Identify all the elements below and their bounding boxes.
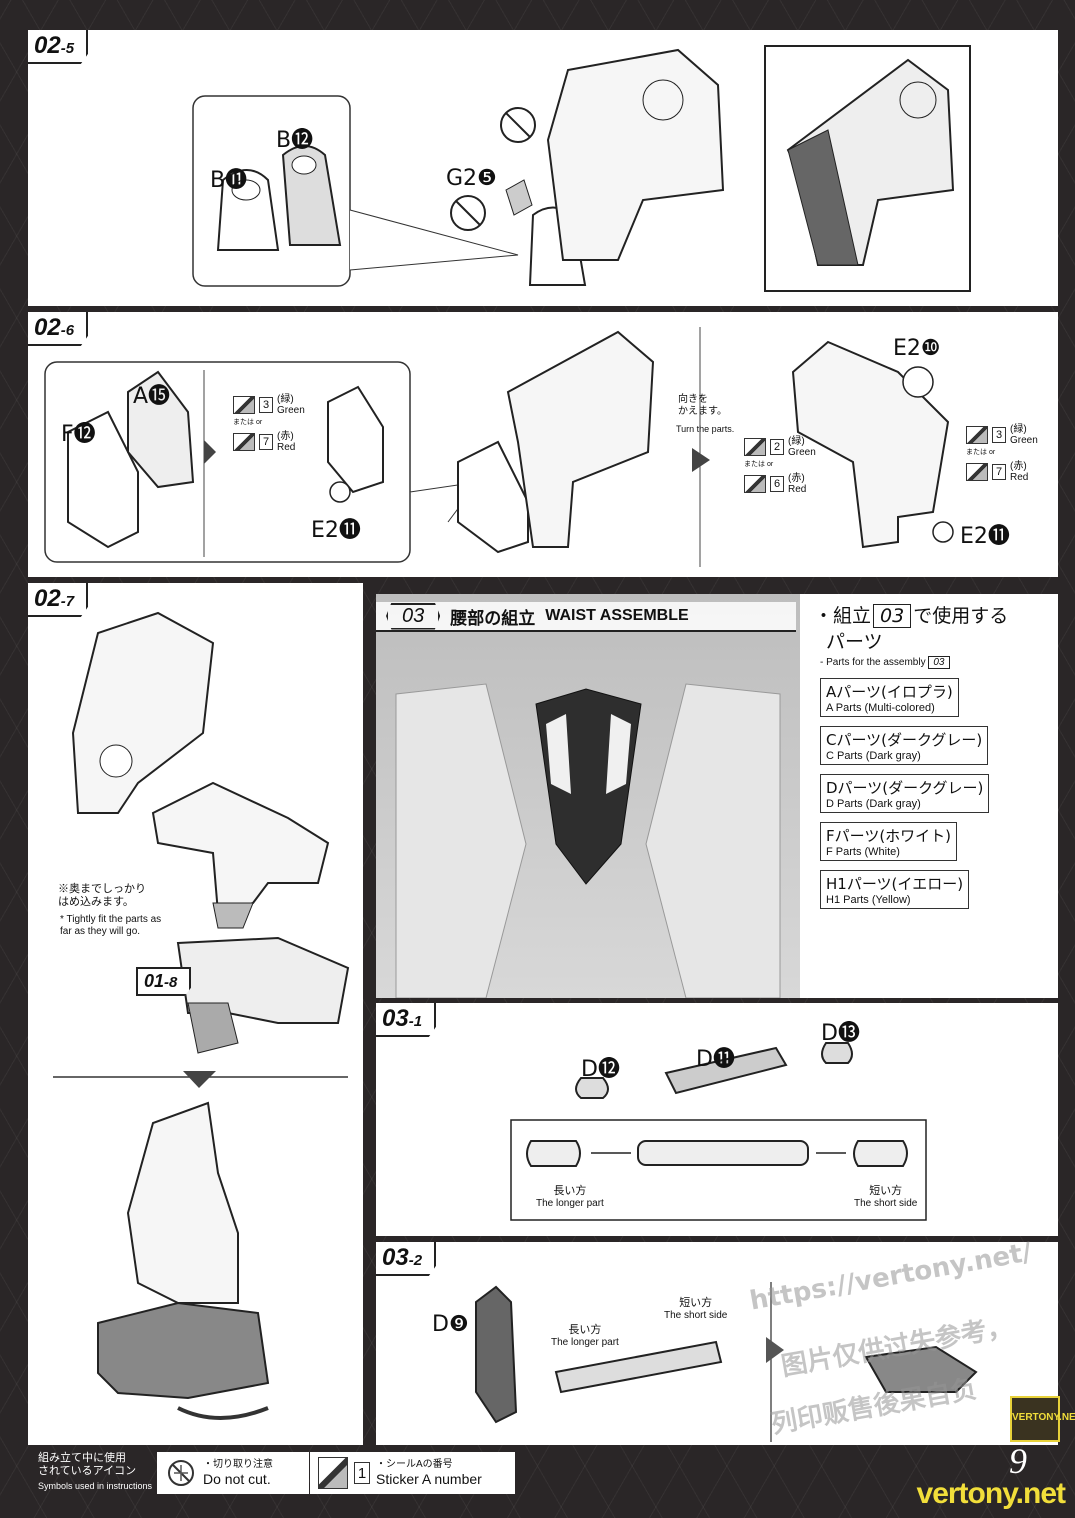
step-02-5-panel: 02-5 B⓫ B⓬ G2❺	[28, 30, 1058, 306]
part-name-en: C Parts (Dark gray)	[826, 750, 921, 763]
section-number: 03	[386, 602, 441, 630]
do-not-cut-icon	[168, 1460, 194, 1486]
step-02-7-illustration	[53, 611, 350, 1420]
part-name-en: D Parts (Dark gray)	[826, 798, 921, 811]
sticker-icon	[744, 475, 766, 493]
part-label-d9: D❾	[432, 1312, 469, 1337]
part-label-f12: F⓬	[61, 422, 96, 447]
fit-note-en: * Tightly fit the parts as far as they w…	[60, 914, 162, 937]
sticker-icon	[966, 426, 988, 444]
section-header: 03 腰部の組立 WAIST ASSEMBLE	[376, 602, 796, 632]
sticker-green-3: 3(緑)Green	[966, 424, 1038, 446]
part-label-d11: D⓫	[696, 1047, 735, 1072]
sticker-red-3: 7(赤)Red	[966, 461, 1028, 483]
part-name-jp: H1パーツ(イエロー)	[826, 875, 964, 894]
turn-note-en: Turn the parts.	[676, 424, 735, 434]
step-02-6-illustration	[44, 327, 954, 567]
part-label-a15: A⓯	[133, 384, 171, 409]
legend-title-jp: 組み立て中に使用 されているアイコン	[38, 1452, 137, 1478]
section-title-jp: 腰部の組立	[450, 608, 536, 629]
part-name-jp: Fパーツ(ホワイト)	[826, 827, 952, 846]
sticker-green: 3(緑)Green	[233, 394, 305, 416]
sticker-icon	[233, 433, 255, 451]
or-label: または or	[744, 461, 774, 468]
parts-list-item: Cパーツ(ダークグレー)C Parts (Dark gray)	[820, 726, 989, 766]
part-name-en: H1 Parts (Yellow)	[826, 894, 911, 907]
sticker-icon	[744, 438, 766, 456]
step-tab: 03-1	[376, 1003, 437, 1037]
sticker-red: 7(赤)Red	[233, 431, 295, 453]
step-tab: 02-6	[28, 312, 89, 346]
step-03-2-illustration	[475, 1282, 978, 1442]
part-name-en: A Parts (Multi-colored)	[826, 702, 935, 715]
parts-list-item: Aパーツ(イロプラ)A Parts (Multi-colored)	[820, 678, 959, 718]
legend-title-en: Symbols used in instructions	[38, 1481, 153, 1491]
parts-list-item: Dパーツ(ダークグレー)D Parts (Dark gray)	[820, 774, 990, 814]
part-label-b12: B⓬	[276, 128, 314, 153]
part-name-jp: Aパーツ(イロプラ)	[826, 683, 953, 702]
or-label: または or	[966, 449, 996, 456]
part-label-d13: D⓭	[821, 1021, 860, 1046]
sticker-icon	[233, 396, 255, 414]
site-watermark: vertony.net	[916, 1477, 1066, 1510]
part-label-d12: D⓬	[581, 1057, 620, 1082]
section-title-en: WAIST ASSEMBLE	[545, 607, 689, 624]
part-name-jp: Dパーツ(ダークグレー)	[826, 779, 984, 798]
sticker-icon	[318, 1457, 348, 1489]
footer: 組み立て中に使用 されているアイコン Symbols used in instr…	[0, 1441, 1075, 1518]
part-name-jp: Cパーツ(ダークグレー)	[826, 731, 983, 750]
sticker-red-2: 6(赤)Red	[744, 473, 806, 495]
step-02-6-panel: 02-6 F⓬ A⓯ E2⓫ E2❿ E2⓫ 向きを かえます。 Turn th…	[28, 312, 1058, 577]
step-tab: 02-5	[28, 30, 89, 64]
waist-photo-panel: 03 腰部の組立 WAIST ASSEMBLE	[376, 594, 800, 998]
part-name-en: F Parts (White)	[826, 846, 900, 859]
part-label-e2-10: E2❿	[893, 336, 941, 361]
reference-step-tab: 01-8	[136, 967, 192, 996]
step-02-7-panel: 02-7 ※奥までしっかり はめ込みます。 * Tightly fit the …	[28, 583, 363, 1445]
sticker-green-2: 2(緑)Green	[744, 436, 816, 458]
or-label: または or	[233, 419, 263, 426]
turn-note-jp: 向きを かえます。	[678, 394, 727, 417]
page-number: 9	[1009, 1441, 1027, 1481]
part-label-b11: B⓫	[210, 168, 248, 193]
parts-list: Aパーツ(イロプラ)A Parts (Multi-colored) Cパーツ(ダー…	[800, 678, 1058, 918]
step-tab: 02-7	[28, 583, 89, 617]
site-badge: VERTONY.NET	[1010, 1396, 1075, 1442]
step-tab: 03-2	[376, 1242, 437, 1276]
sticker-icon	[966, 463, 988, 481]
part-label-e2-11: E2⓫	[311, 518, 361, 543]
part-label-g2-5: G2❺	[446, 166, 497, 191]
waist-photo	[395, 683, 781, 998]
parts-list-item: H1パーツ(イエロー)H1 Parts (Yellow)	[820, 870, 970, 910]
fit-note-jp: ※奥までしっかり はめ込みます。	[58, 883, 146, 909]
part-label-e2-11b: E2⓫	[960, 524, 1010, 549]
parts-subheading: - Parts for the assembly 03	[820, 656, 1058, 670]
step-03-1-illustration	[510, 1042, 927, 1221]
parts-list-item: Fパーツ(ホワイト)F Parts (White)	[820, 822, 958, 862]
step-02-5-illustration	[192, 45, 971, 292]
